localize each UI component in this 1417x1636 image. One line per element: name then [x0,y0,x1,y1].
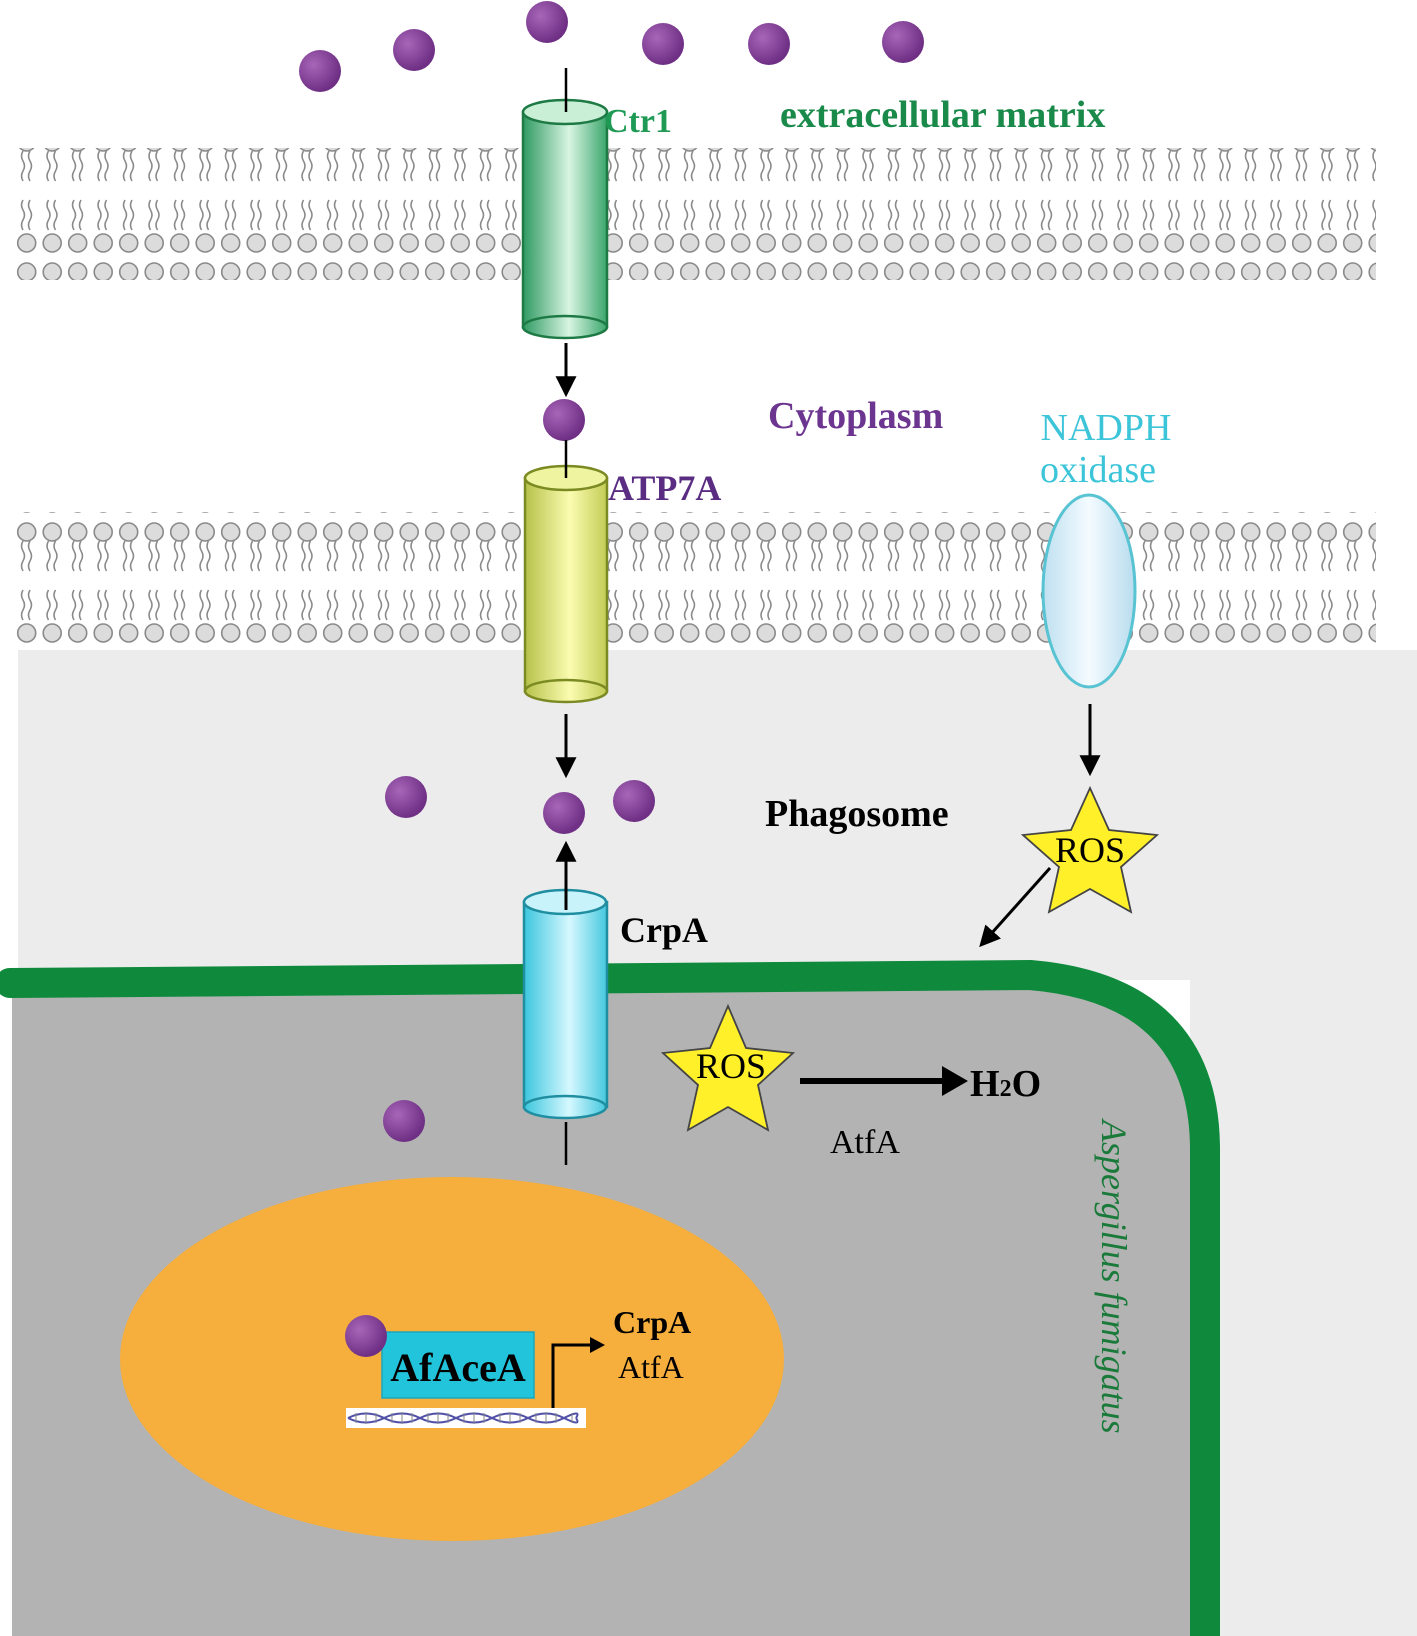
transcription-arrow [551,1343,592,1408]
cytoplasm-label: Cytoplasm [768,395,943,437]
fungal-cell-wall [0,959,1220,1636]
phagosome-membrane-bilayer [14,512,1376,644]
nadph-oxidase-label-line1: NADPH [1041,407,1172,449]
ctr1-label: Ctr1 [604,103,672,140]
ros-label-phagosome: ROS [1055,830,1125,870]
atp7a-label: ATP7A [608,468,721,508]
extracellular-matrix-label: extracellular matrix [780,94,1105,136]
phagosome-region [18,650,1417,980]
dna-icon [346,1408,586,1428]
copper-ion [526,1,568,43]
plasma-membrane-bilayer [14,148,1376,280]
target-gene-crpa: CrpA [613,1304,691,1340]
copper-ion [543,792,585,834]
ctr1-channel [521,68,609,340]
arrow-ros-to-water-head [942,1066,968,1096]
copper-ion [393,29,435,71]
ros-star-phagosome [1020,785,1160,914]
target-gene-atfa: AtfA [618,1349,684,1385]
afacea-box [381,1331,535,1399]
atfa-enzyme-label: AtfA [830,1124,900,1161]
copper-ion [383,1100,425,1142]
copper-ion [543,399,585,441]
water-label: H2O [970,1063,1041,1105]
nadph-oxidase [1041,493,1137,689]
nadph-oxidase-label-line2: oxidase [1040,449,1156,491]
atp7a-channel [523,440,609,704]
phagosome-label: Phagosome [765,793,949,835]
transcription-arrow-head [590,1337,605,1353]
copper-ion [748,23,790,65]
copper-ion [385,776,427,818]
phagosome-region-right [1190,975,1417,1636]
crpa-channel [522,888,609,1165]
copper-ion [345,1315,387,1357]
extracellular-copper-ions [299,1,924,92]
copper-ion [299,50,341,92]
copper-ion [642,23,684,65]
crpa-label: CrpA [620,910,708,950]
copper-ion [882,21,924,63]
afacea-label: AfAceA [390,1345,526,1390]
ros-star-fungal [660,1003,796,1132]
copper-ion [613,780,655,822]
species-label: Aspergillus fumigatus [1094,1118,1134,1434]
ros-label-fungal: ROS [696,1046,766,1086]
arrow-ros-to-cell-wall [979,866,1052,948]
